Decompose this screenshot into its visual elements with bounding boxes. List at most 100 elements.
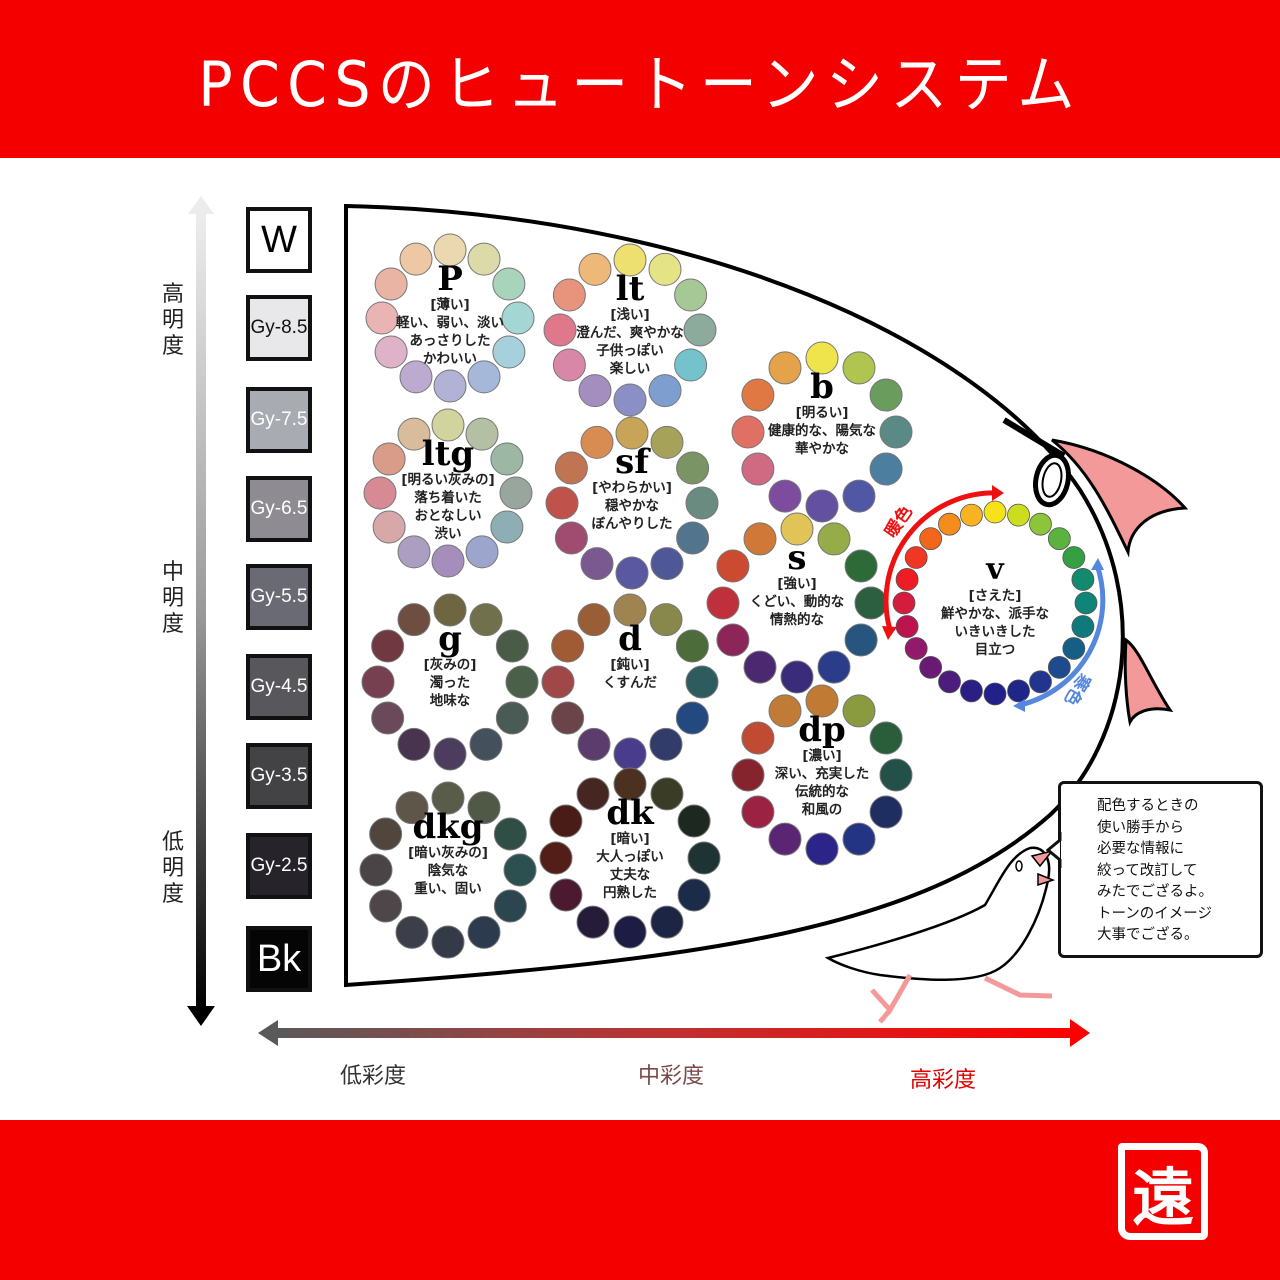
color-swatch (648, 252, 682, 286)
color-swatch (576, 777, 610, 811)
color-swatch (613, 767, 647, 801)
tone-abbreviation: sf (615, 442, 649, 482)
color-swatch (545, 486, 579, 520)
color-swatch (741, 721, 775, 755)
color-swatch (685, 486, 719, 520)
color-swatch (615, 416, 649, 450)
color-swatch (683, 313, 717, 347)
color-swatch (805, 341, 839, 375)
gray-swatch: Gy-4.5 (246, 654, 312, 720)
tone-name: [やわらかい] (592, 480, 672, 496)
color-swatch (374, 335, 408, 369)
tone-name: [明るい] (795, 405, 849, 421)
java-sparrow-illustration (824, 846, 1056, 1024)
vivid-color-swatch (1007, 679, 1030, 703)
color-swatch (805, 832, 839, 866)
color-swatch (578, 252, 612, 286)
tone-description: 渋い (434, 526, 462, 542)
color-swatch (613, 383, 647, 417)
tone-description: 子供っぽい (596, 343, 664, 359)
vivid-color-swatch (1062, 546, 1086, 569)
color-swatch (361, 665, 395, 699)
gray-swatch: Gy-8.5 (246, 295, 312, 361)
fish-eye (1002, 417, 1071, 508)
speech-line: 絞って改訂して (1097, 862, 1198, 879)
tone-name: [明るい灰みの] (401, 472, 495, 488)
color-swatch (768, 694, 802, 728)
tone-name: [浅い] (610, 307, 650, 323)
lightness-arrow (187, 196, 215, 1026)
color-swatch (650, 905, 684, 939)
tone-abbreviation: s (787, 538, 807, 578)
mid-chroma-label: 中彩度 (638, 1064, 705, 1089)
chroma-arrow (258, 1019, 1090, 1047)
tone-description: 陰気な (427, 863, 469, 879)
color-swatch (465, 535, 499, 569)
color-swatch (649, 727, 683, 761)
color-swatch (768, 351, 802, 385)
color-swatch (431, 408, 465, 442)
vivid-color-swatch (938, 670, 961, 694)
gray-swatch: Bk (246, 926, 312, 992)
gray-swatch: Gy-5.5 (246, 564, 312, 630)
color-swatch (492, 335, 526, 369)
color-swatch (768, 822, 802, 856)
color-swatch (371, 629, 405, 663)
color-swatch (490, 510, 524, 544)
color-swatch (687, 841, 721, 875)
color-swatch (395, 791, 429, 825)
tone-description: 伝統的な (795, 784, 849, 800)
gray-swatch: Gy-3.5 (246, 743, 312, 809)
color-swatch (879, 415, 913, 449)
speech-bubble-tail (1045, 832, 1062, 868)
color-swatch (465, 417, 499, 451)
color-swatch (372, 510, 406, 544)
color-swatch (541, 665, 575, 699)
low-chroma-label: 低彩度 (340, 1064, 407, 1089)
tone-label-dkg: dkg[暗い灰みの]陰気な重い、固い (408, 810, 488, 898)
color-swatch (649, 603, 683, 637)
color-swatch (677, 878, 711, 912)
tone-description: 鮮やかな、派手な (941, 606, 1049, 622)
color-swatch (648, 374, 682, 408)
tone-label-ltg: ltg[明るい灰みの]落ち着いたおとなしい渋い (401, 437, 494, 543)
tone-label-dp: dp[濃い]深い、充実した伝統的な和風の (775, 713, 870, 819)
color-swatch (493, 889, 527, 923)
color-swatch (842, 479, 876, 513)
color-swatch (397, 603, 431, 637)
color-swatch (467, 915, 501, 949)
tone-description: 目立つ (974, 642, 1016, 658)
tone-description: くどい、動的な (749, 594, 845, 610)
color-swatch (495, 701, 529, 735)
high-lightness-label: 高明度 (161, 282, 184, 359)
color-swatch (369, 889, 403, 923)
tone-label-dk: dk[暗い]大人っぽい丈夫な円熟した (596, 796, 664, 902)
tone-abbreviation: g (438, 619, 462, 659)
color-swatch (685, 665, 719, 699)
tone-abbreviation: P (437, 259, 463, 299)
color-swatch (842, 822, 876, 856)
vivid-color-swatch (1071, 615, 1095, 638)
tone-abbreviation: dp (798, 710, 846, 750)
vivid-color-swatch (1071, 568, 1095, 591)
color-swatch (554, 451, 588, 485)
color-swatch (501, 301, 535, 335)
tone-description: 丈夫な (609, 867, 651, 883)
color-swatch (549, 878, 583, 912)
color-swatch (505, 665, 539, 699)
speech-line: 必要な情報に (1097, 841, 1184, 857)
color-swatch (743, 650, 777, 684)
speech-line: 使い勝手から (1097, 819, 1184, 836)
tone-description: 情熱的な (770, 612, 824, 628)
color-swatch (397, 417, 431, 451)
tone-description: おとなしい (414, 508, 482, 524)
color-swatch (539, 841, 573, 875)
tone-description: 地味な (429, 693, 471, 709)
vivid-color-swatch (983, 500, 1007, 524)
tone-description: 重い、固い (414, 881, 482, 897)
vivid-color-swatch (960, 679, 983, 703)
color-swatch (676, 521, 710, 555)
tone-circles (359, 233, 913, 959)
tone-abbreviation: b (810, 367, 834, 407)
